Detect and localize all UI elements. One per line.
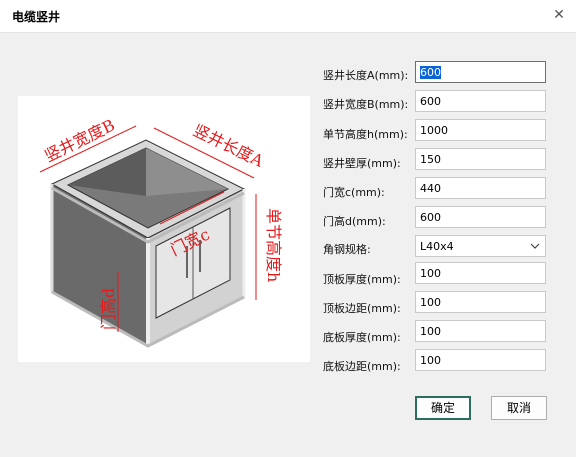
title-bar: 电缆竖井 ✕ — [0, 0, 576, 33]
label-section-height: 单节高度h(mm): — [323, 128, 408, 141]
angle-steel-select[interactable]: L40x4 — [415, 235, 546, 257]
top-steel — [51, 186, 245, 244]
label-shaft-length: 竖井长度A(mm): — [323, 69, 409, 82]
chevron-down-icon — [530, 243, 540, 249]
label-length-a: 竖井长度A — [190, 121, 267, 171]
cancel-button[interactable]: 取消 — [491, 396, 547, 420]
label-bottom-plate-margin: 底板边距(mm): — [323, 360, 401, 373]
shaft-length-input[interactable] — [415, 61, 546, 83]
label-door-height: 门高d(mm): — [323, 215, 386, 228]
dim-line-door-width — [159, 191, 225, 225]
label-top-plate-margin: 顶板边距(mm): — [323, 302, 401, 315]
label-shaft-width: 竖井宽度B(mm): — [323, 98, 409, 111]
dim-line-width — [39, 125, 137, 173]
shaft-width-input[interactable] — [415, 90, 546, 112]
top-plate-margin-input[interactable] — [415, 291, 546, 313]
label-door-width: 门宽c(mm): — [323, 186, 385, 199]
label-top-plate-thickness: 顶板厚度(mm): — [323, 273, 401, 286]
shaft-diagram: 竖井宽度B 竖井长度A 门宽c 单节高度h 门高d — [39, 115, 283, 348]
inner-wall-left — [68, 148, 146, 196]
bottom-plate-thickness-input[interactable] — [415, 320, 546, 342]
inner-wall-right — [146, 148, 228, 196]
label-door-height: 门高d — [99, 288, 118, 330]
close-icon[interactable]: ✕ — [553, 7, 565, 23]
label-section-height: 单节高度h — [264, 208, 283, 282]
wall-thickness-input[interactable] — [415, 148, 546, 170]
section-height-input[interactable] — [415, 119, 546, 141]
window-title: 电缆竖井 — [12, 10, 61, 24]
dim-line-length — [153, 127, 255, 179]
label-angle-steel: 角钢规格: — [323, 243, 371, 256]
bottom-steel — [51, 290, 245, 348]
door-width-input[interactable] — [415, 177, 546, 199]
door-height-input[interactable] — [415, 206, 546, 228]
label-wall-thickness: 竖井壁厚(mm): — [323, 157, 401, 170]
angle-steel-value: L40x4 — [420, 240, 454, 253]
top-plate-thickness-input[interactable] — [415, 262, 546, 284]
ok-button[interactable]: 确定 — [415, 396, 471, 420]
shaft-illustration: 竖井宽度B 竖井长度A 门宽c 单节高度h 门高d — [18, 96, 310, 362]
bottom-plate-margin-input[interactable] — [415, 349, 546, 371]
label-bottom-plate-thickness: 底板厚度(mm): — [323, 331, 401, 344]
